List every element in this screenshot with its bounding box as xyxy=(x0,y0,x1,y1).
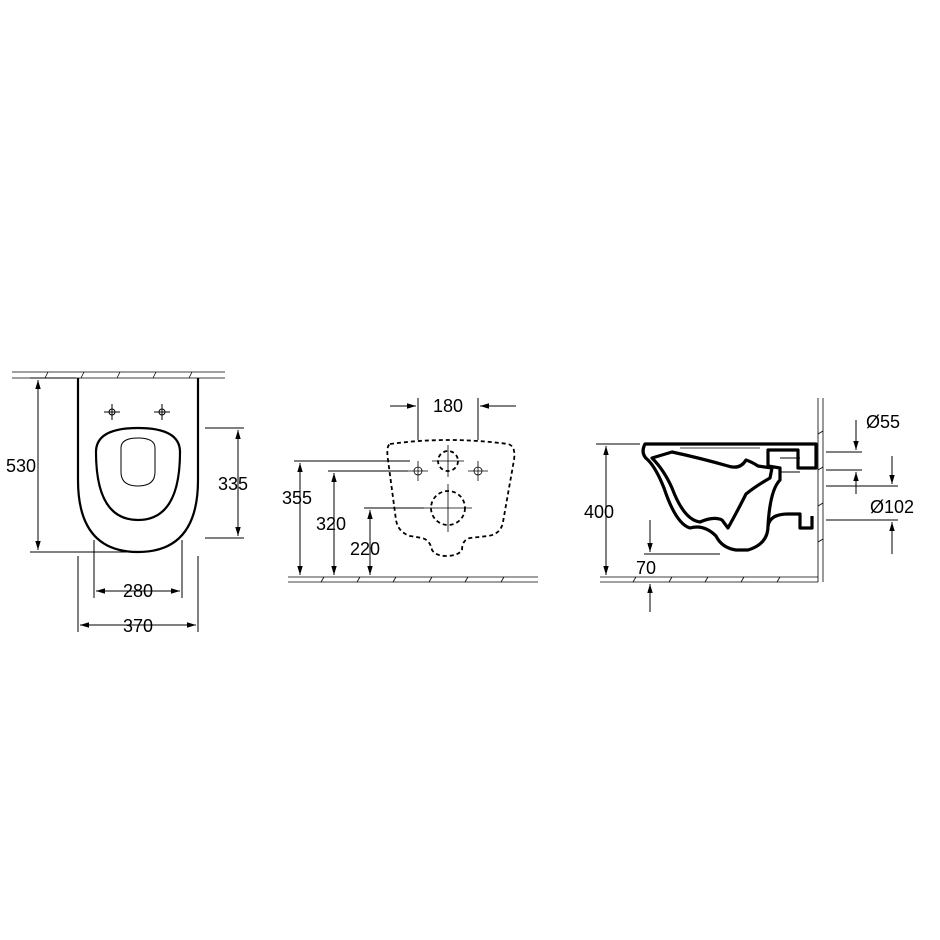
dim-180: 180 xyxy=(390,396,516,440)
wall-line-side-view xyxy=(817,398,824,582)
dim-label-335: 335 xyxy=(218,474,248,494)
dim-70: 70 xyxy=(636,520,720,612)
top-view: 530 335 280 370 xyxy=(6,371,248,636)
dim-335: 335 xyxy=(205,427,248,539)
dim-label-70: 70 xyxy=(636,558,656,578)
dim-label-400: 400 xyxy=(584,502,614,522)
outlet-mark xyxy=(424,484,472,532)
dim-label-280: 280 xyxy=(123,581,153,601)
bowl-inner-opening xyxy=(120,437,156,487)
dim-label-370: 370 xyxy=(123,616,153,636)
dim-label-102: Ø102 xyxy=(870,497,914,517)
bolt-mark-left xyxy=(408,461,428,481)
dim-370: 370 xyxy=(77,556,199,636)
dim-355: 355 xyxy=(282,460,410,575)
fixing-mark-left xyxy=(104,404,120,420)
dim-label-180: 180 xyxy=(433,396,463,416)
bowl-profile xyxy=(641,442,818,552)
bolt-mark-right xyxy=(468,461,488,481)
dim-280: 280 xyxy=(93,540,183,601)
dim-label-220: 220 xyxy=(350,539,380,559)
inlet-mark xyxy=(432,445,464,477)
side-view: 400 70 Ø55 Ø102 xyxy=(584,398,914,612)
floor-line-front-view xyxy=(288,576,538,583)
dim-label-530: 530 xyxy=(6,456,36,476)
floor-line-side-view xyxy=(600,576,818,583)
dim-530: 530 xyxy=(6,377,130,553)
dim-320: 320 xyxy=(316,470,408,575)
dim-label-320: 320 xyxy=(316,514,346,534)
bowl-opening xyxy=(94,426,182,522)
dim-55: Ø55 xyxy=(826,412,900,494)
dim-220: 220 xyxy=(350,507,424,575)
dim-400: 400 xyxy=(584,443,640,575)
front-view: 180 355 320 220 xyxy=(282,396,538,583)
mounting-outline-dashed xyxy=(386,439,516,557)
fixing-mark-right xyxy=(154,404,170,420)
wall-line-top-view xyxy=(12,371,225,379)
bowl-outline-top xyxy=(76,378,200,554)
dim-label-355: 355 xyxy=(282,488,312,508)
dim-102: Ø102 xyxy=(826,456,914,554)
dim-label-55: Ø55 xyxy=(866,412,900,432)
